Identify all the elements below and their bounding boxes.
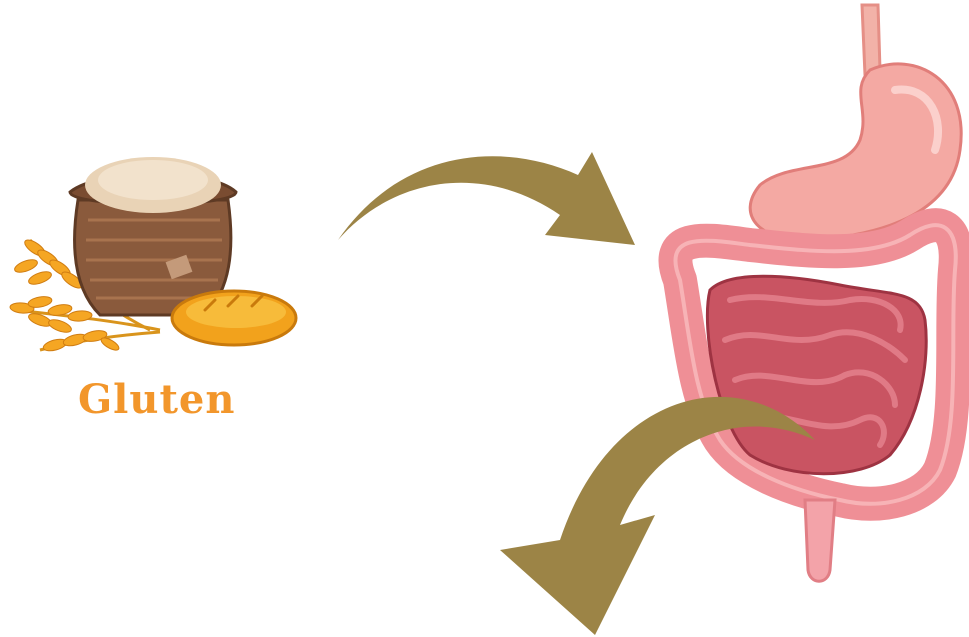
gluten-label: Gluten (78, 372, 238, 428)
bread-icon (172, 291, 296, 345)
digestive-onward-arrow (490, 370, 820, 637)
gluten-to-digestive-arrow (330, 140, 650, 270)
flour-sack-wheat-bread-icon (0, 140, 310, 380)
